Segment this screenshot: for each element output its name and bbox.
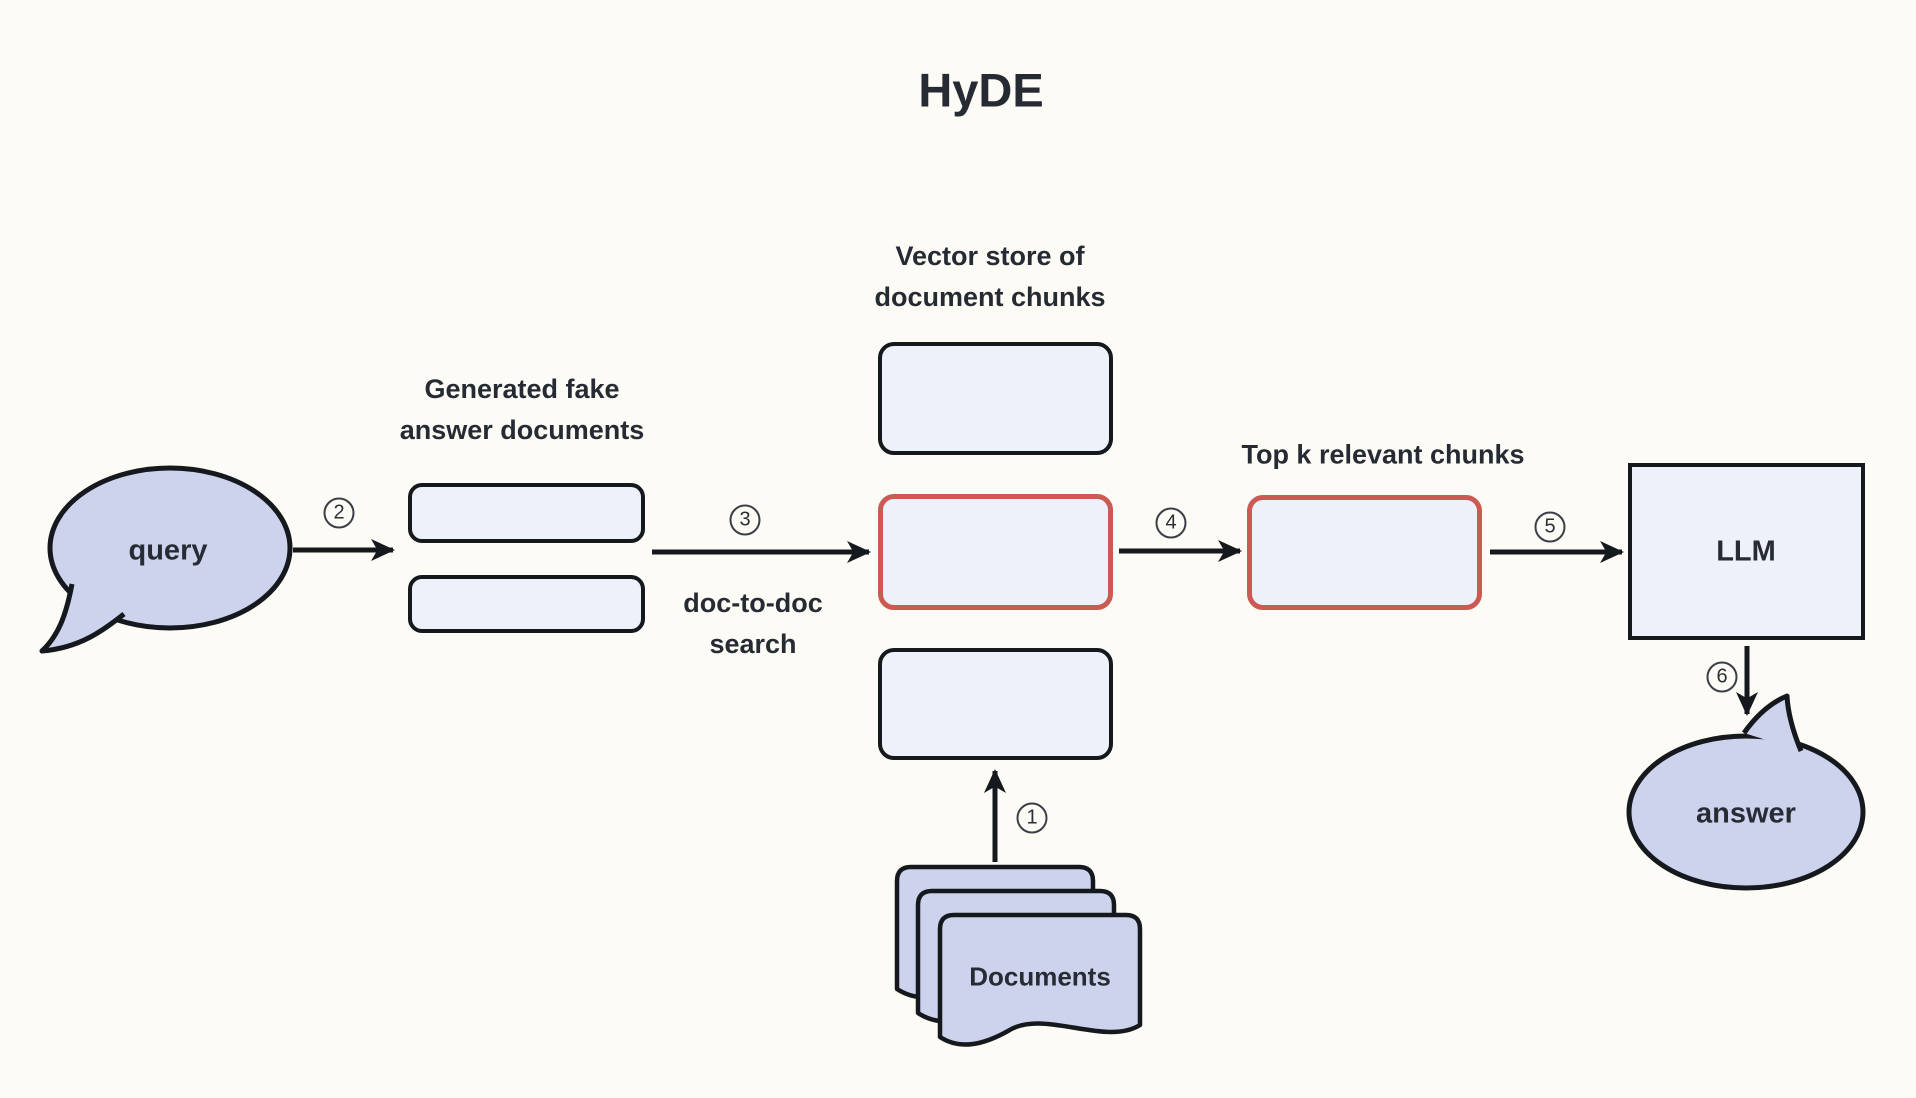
generated-fake-label: Generated fake answer documents: [400, 369, 645, 451]
query-label: query: [128, 534, 208, 567]
step-badge-5: 5: [1534, 511, 1566, 543]
doc-to-doc-label-line2: search: [709, 629, 797, 659]
step-badge-6: 6: [1706, 661, 1738, 693]
llm-label: LLM: [1716, 535, 1776, 568]
doc-to-doc-label-line1: doc-to-doc: [683, 588, 823, 618]
llm-box: [1628, 463, 1865, 640]
step-badge-2: 2: [323, 497, 355, 529]
doc-to-doc-label: doc-to-doc search: [683, 583, 822, 665]
documents-stack: [894, 864, 1143, 1047]
vector-store-label-line2: document chunks: [874, 282, 1106, 312]
documents-label: Documents: [969, 961, 1111, 992]
vector-chunk-top: [878, 342, 1113, 455]
answer-label: answer: [1696, 797, 1796, 830]
generated-fake-label-line2: answer documents: [399, 415, 645, 445]
step-badge-4: 4: [1155, 507, 1187, 539]
vector-chunk-matched: [878, 494, 1113, 610]
answer-bubble: [1626, 693, 1866, 891]
page-title: HyDE: [918, 63, 1044, 117]
step-badge-1: 1: [1016, 802, 1048, 834]
fake-answer-doc-1: [408, 483, 645, 543]
document-front: [937, 912, 1143, 1047]
vector-chunk-bottom: [878, 648, 1113, 760]
vector-store-label-line1: Vector store of: [895, 241, 1085, 271]
top-k-label: Top k relevant chunks: [1241, 439, 1525, 470]
step-badge-3: 3: [729, 504, 761, 536]
vector-store-label: Vector store of document chunks: [874, 236, 1105, 318]
fake-answer-doc-2: [408, 575, 645, 633]
query-bubble: [39, 465, 293, 654]
top-k-chunk-box: [1247, 495, 1482, 610]
generated-fake-label-line1: Generated fake: [424, 374, 620, 404]
